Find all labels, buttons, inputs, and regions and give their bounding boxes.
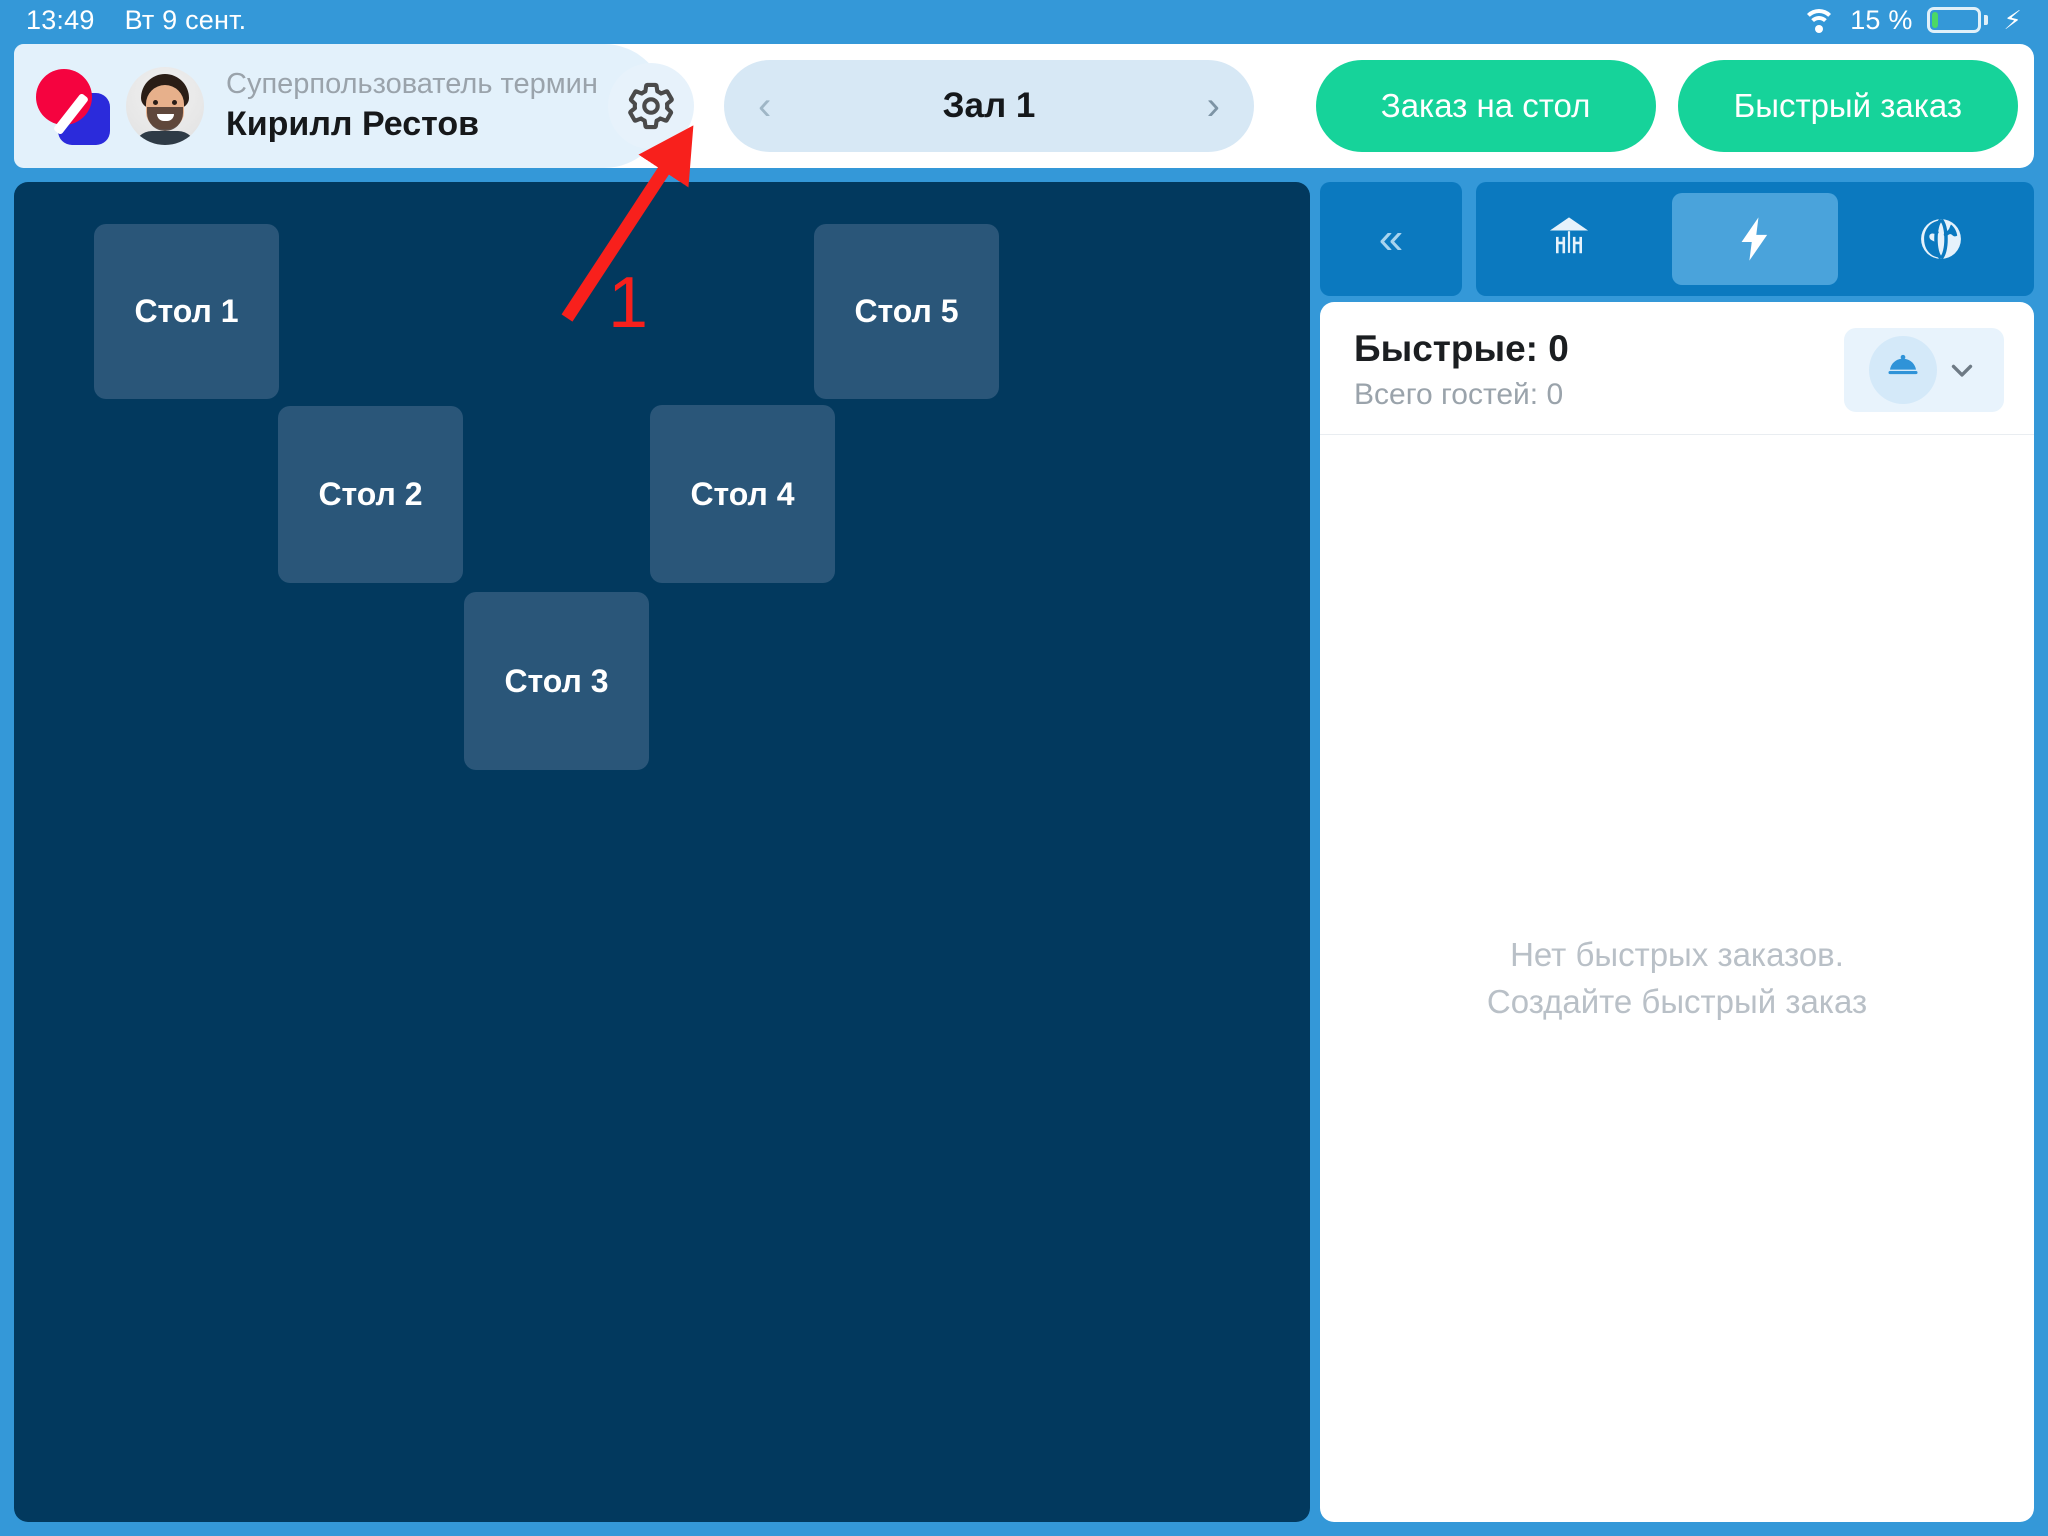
quick-orders-panel: Быстрые: 0 Всего гостей: 0 Нет быстрых з… <box>1320 302 2034 1522</box>
table-tile[interactable]: Стол 1 <box>94 224 279 399</box>
quick-orders-count: Быстрые: 0 <box>1354 328 1569 369</box>
globe-icon <box>1921 218 1961 260</box>
battery-percent-label: 15 % <box>1850 4 1913 35</box>
table-tile[interactable]: Стол 4 <box>650 405 835 583</box>
panel-tab-group <box>1476 182 2034 296</box>
wifi-icon <box>1802 7 1837 33</box>
battery-icon <box>1926 7 1988 33</box>
empty-state-line1: Нет быстрых заказов. <box>1510 935 1844 973</box>
status-bar-right: 15 % ⚡ <box>1802 5 2022 36</box>
double-chevron-left-icon: « <box>1378 214 1404 263</box>
chevron-left-icon[interactable]: ‹ <box>758 84 772 128</box>
table-tile[interactable]: Стол 2 <box>278 406 463 583</box>
app-logo-icon <box>36 69 110 145</box>
chevron-right-icon[interactable]: › <box>1206 84 1220 128</box>
app-header: Суперпользователь термин... Кирилл Ресто… <box>14 44 2034 168</box>
tab-terrace[interactable] <box>1486 193 1652 285</box>
chevron-down-icon[interactable] <box>1945 353 1979 387</box>
panel-counters: Быстрые: 0 Всего гостей: 0 <box>1354 328 1569 412</box>
tab-quick-orders[interactable] <box>1672 193 1838 285</box>
hall-selector[interactable]: ‹ Зал 1 › <box>724 60 1254 152</box>
settings-button[interactable] <box>608 63 694 149</box>
order-to-table-button[interactable]: Заказ на стол <box>1315 60 1656 152</box>
serve-toggle[interactable] <box>1844 328 2004 412</box>
user-profile-block[interactable]: Суперпользователь термин... Кирилл Ресто… <box>14 44 666 168</box>
table-tile[interactable]: Стол 5 <box>814 224 999 399</box>
user-role-label: Суперпользователь термин... <box>226 68 596 100</box>
panel-header: Быстрые: 0 Всего гостей: 0 <box>1320 302 2034 435</box>
hall-map-canvas[interactable]: Стол 1 Стол 2 Стол 3 Стол 4 Стол 5 <box>14 182 1310 1522</box>
annotation-step-number: 1 <box>608 263 649 343</box>
gear-icon <box>628 82 674 130</box>
lightning-bolt-icon <box>1741 217 1768 261</box>
serve-icon-wrap <box>1869 336 1937 404</box>
table-tile[interactable]: Стол 3 <box>464 592 649 770</box>
right-panel-toolbar: « <box>1320 182 2034 296</box>
tab-globe[interactable] <box>1858 193 2024 285</box>
collapse-panel-button[interactable]: « <box>1320 182 1462 296</box>
food-cloche-icon <box>1888 354 1918 375</box>
user-avatar <box>126 67 204 145</box>
status-time: 13:49 <box>26 4 95 35</box>
empty-state-line2: Создайте быстрый заказ <box>1486 982 1868 1020</box>
terrace-umbrella-icon <box>1549 217 1589 254</box>
status-bar-left: 13:49 Вт 9 сент. <box>26 5 246 36</box>
status-bar: 13:49 Вт 9 сент. 15 % ⚡ <box>0 0 2048 40</box>
status-date: Вт 9 сент. <box>124 4 247 35</box>
user-name-label: Кирилл Рестов <box>226 105 480 143</box>
empty-state: Нет быстрых заказов. Создайте быстрый за… <box>1320 435 2034 1522</box>
charging-bolt-icon: ⚡ <box>2003 4 2022 35</box>
total-guests-count: Всего гостей: 0 <box>1354 378 1564 411</box>
user-names: Суперпользователь термин... Кирилл Ресто… <box>226 68 596 144</box>
header-actions: Заказ на стол Быстрый заказ <box>1315 60 2034 152</box>
quick-order-button[interactable]: Быстрый заказ <box>1677 60 2018 152</box>
hall-name-label: Зал 1 <box>942 86 1036 125</box>
